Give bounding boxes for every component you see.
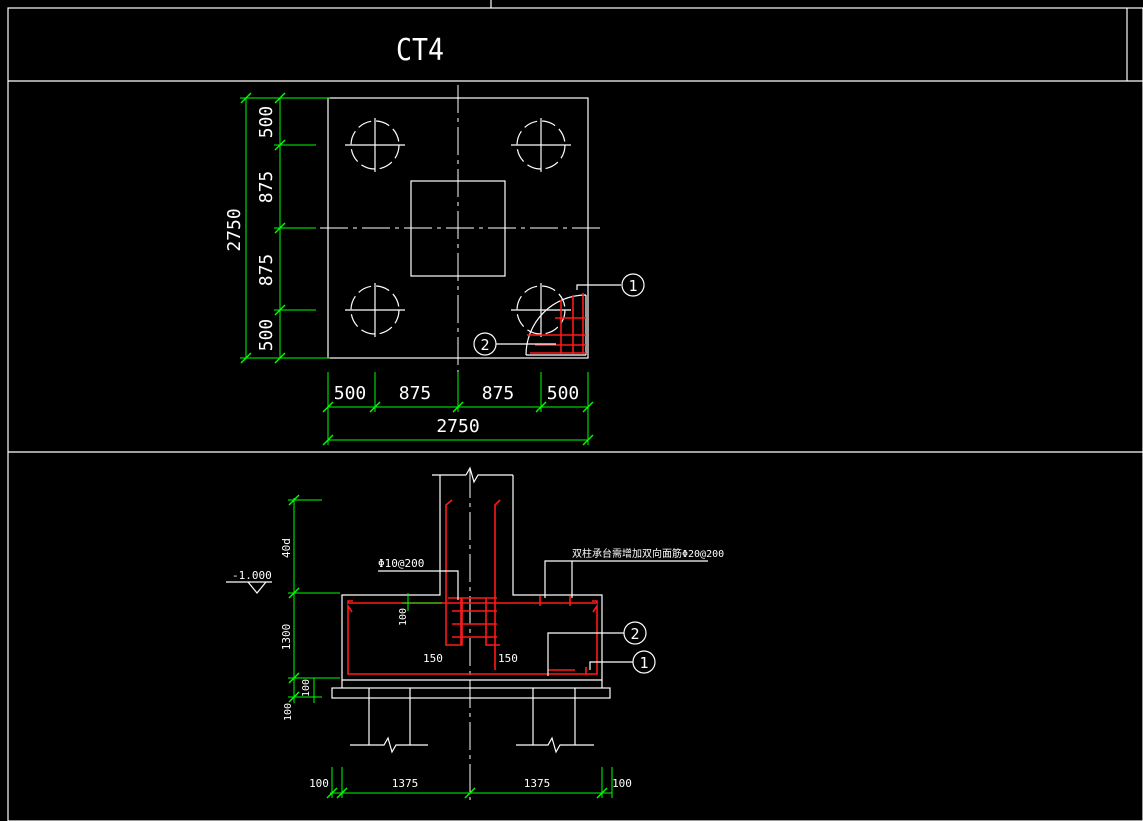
- svg-text:1: 1: [639, 654, 648, 672]
- cover-dim-top: 100: [398, 593, 442, 626]
- pile-left-section: [350, 688, 428, 754]
- plan-rebar-detail: [525, 293, 587, 356]
- svg-text:100: 100: [398, 608, 409, 626]
- svg-text:Φ10@200: Φ10@200: [378, 557, 424, 570]
- svg-text:1300: 1300: [280, 624, 293, 651]
- drawing-frame: [7, 0, 1143, 821]
- top-rebar-annotation: 双柱承台需增加双向面筋Φ20@200: [544, 547, 724, 598]
- plan-view: 1 2 500 875 875 500 2750: [224, 85, 645, 446]
- svg-text:500: 500: [256, 106, 277, 139]
- pile-right-section: [516, 688, 594, 754]
- svg-text:100: 100: [612, 777, 632, 790]
- svg-text:875: 875: [256, 254, 277, 287]
- svg-text:双柱承台需增加双向面筋Φ20@200: 双柱承台需增加双向面筋Φ20@200: [572, 547, 724, 560]
- svg-text:500: 500: [256, 319, 277, 352]
- column-cap-outline: [341, 475, 603, 681]
- section-dim-horizontal: 100 1375 1375 100: [309, 767, 632, 799]
- svg-text:875: 875: [399, 383, 432, 404]
- svg-text:-1.000: -1.000: [232, 569, 272, 582]
- section-view: Φ10@200 双柱承台需增加双向面筋Φ20@200 150 150 100 2…: [226, 466, 724, 800]
- svg-text:2750: 2750: [224, 208, 245, 251]
- pile-top-right: [511, 118, 571, 172]
- drawing-title: CT4: [396, 33, 444, 68]
- stirrup-annotation: Φ10@200: [378, 557, 459, 600]
- svg-text:1375: 1375: [392, 777, 419, 790]
- plan-callout-1: 1: [576, 273, 645, 297]
- svg-text:2: 2: [630, 625, 639, 643]
- label-150-left: 150: [423, 652, 443, 665]
- svg-text:1: 1: [628, 277, 637, 295]
- svg-text:875: 875: [482, 383, 515, 404]
- pile-bottom-right: [511, 283, 571, 337]
- pile-top-left: [345, 118, 405, 172]
- svg-text:100: 100: [283, 703, 294, 721]
- svg-text:500: 500: [334, 383, 367, 404]
- elevation-marker: -1.000: [226, 569, 272, 594]
- svg-text:500: 500: [547, 383, 580, 404]
- svg-text:100: 100: [301, 679, 312, 697]
- section-dim-vertical: 40d 1300 100 100: [280, 494, 340, 721]
- svg-text:2: 2: [480, 336, 489, 354]
- blinding-layer: [331, 687, 611, 699]
- section-rebar: [347, 499, 598, 675]
- pile-bottom-left: [345, 283, 405, 337]
- plan-callout-2: 2: [473, 332, 556, 356]
- section-callout-1: 1: [589, 650, 656, 674]
- svg-text:100: 100: [309, 777, 329, 790]
- svg-text:1375: 1375: [524, 777, 551, 790]
- svg-text:875: 875: [256, 171, 277, 204]
- section-callout-2: 2: [547, 621, 647, 676]
- plan-dim-horizontal: 500 875 875 500 2750: [322, 372, 594, 446]
- label-150-right: 150: [498, 652, 518, 665]
- svg-text:40d: 40d: [280, 538, 293, 558]
- plan-dim-vertical: 500 875 875 500 2750: [224, 92, 330, 364]
- svg-text:2750: 2750: [436, 416, 479, 437]
